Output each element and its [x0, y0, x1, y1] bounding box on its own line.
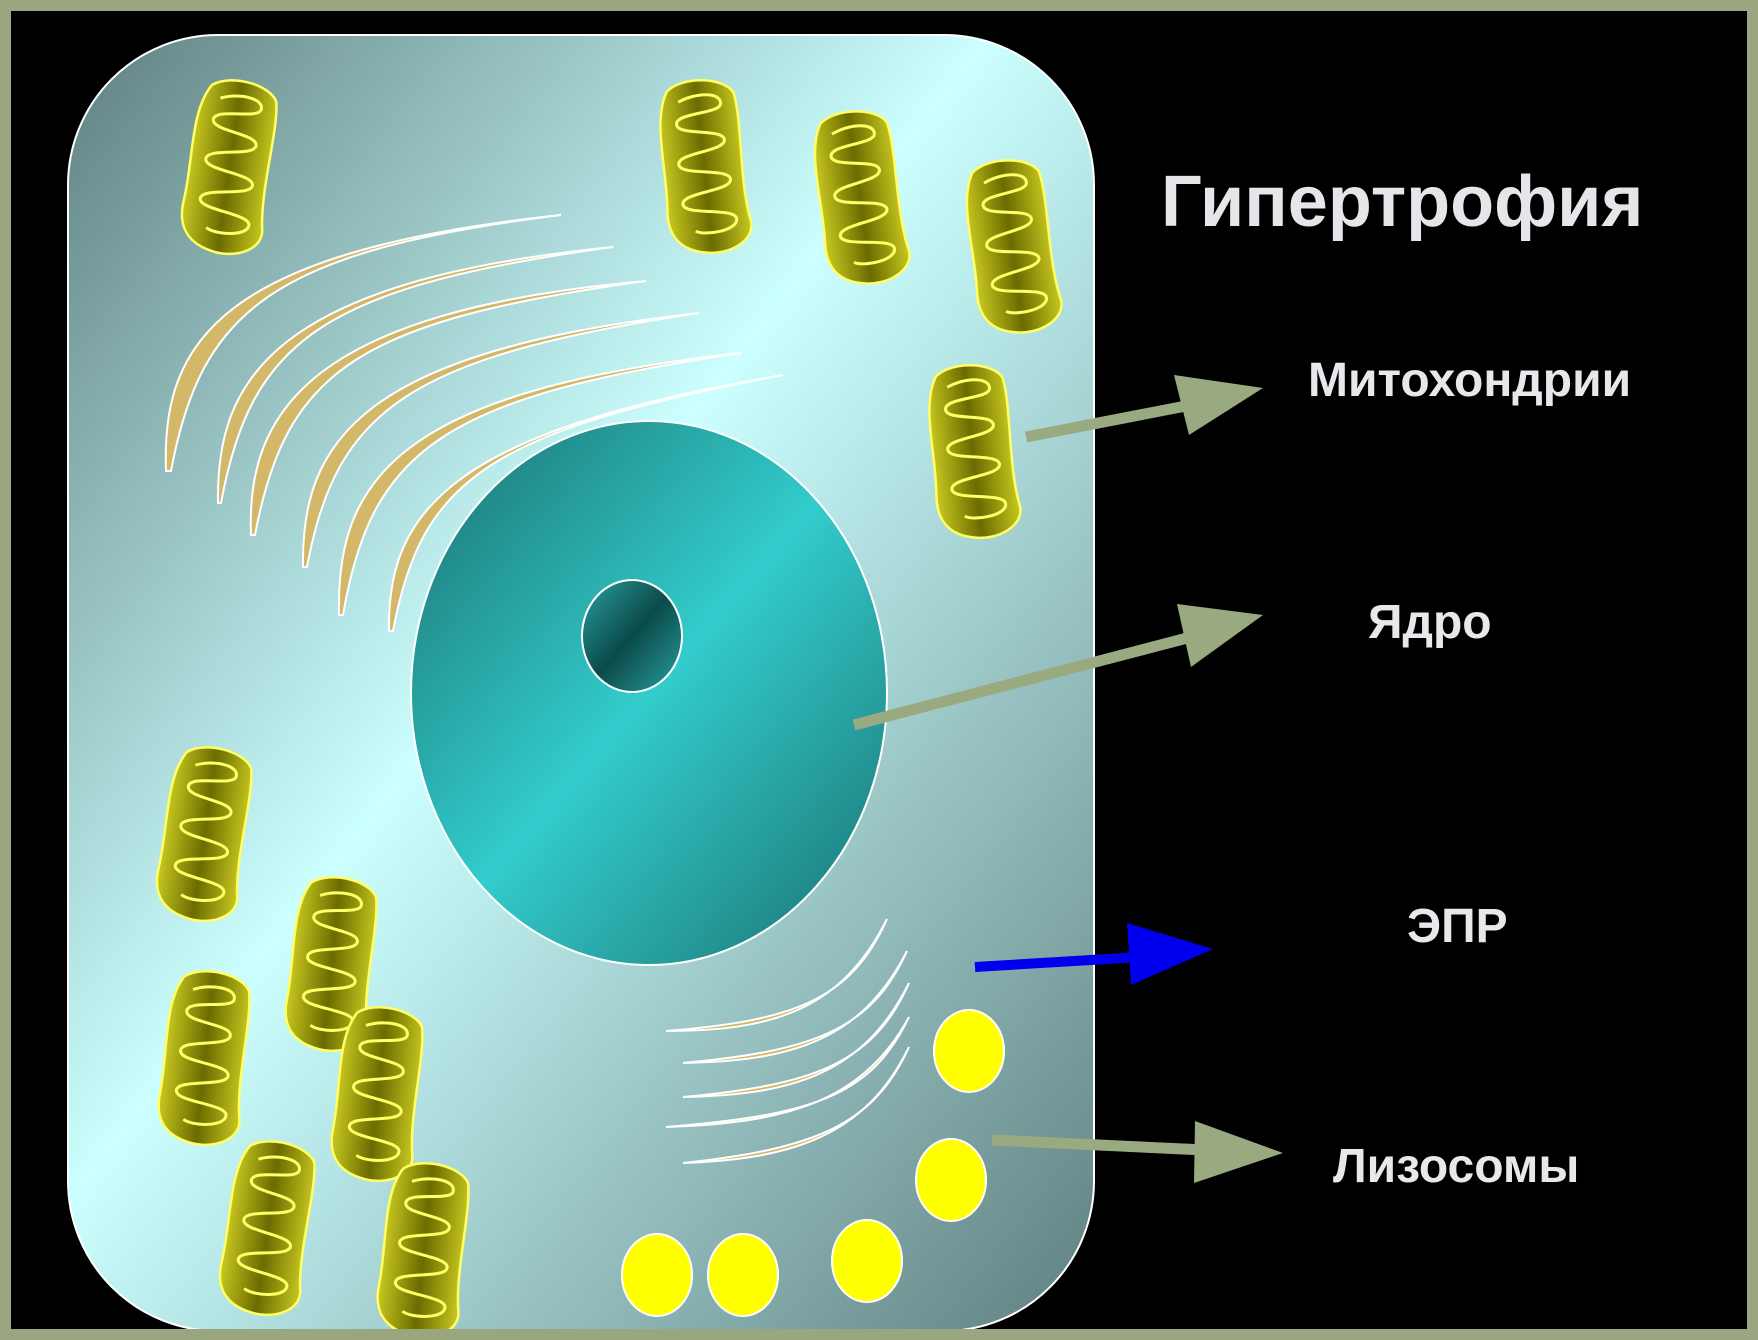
lysosome-icon [622, 1234, 692, 1316]
label-lysosomes: Лизосомы [1333, 1139, 1579, 1194]
label-nucleus: Ядро [1368, 595, 1492, 650]
lysosome-icon [708, 1234, 778, 1316]
nucleolus [582, 580, 682, 692]
label-mitochondria: Митохондрии [1308, 353, 1631, 408]
label-er: ЭПР [1407, 899, 1508, 954]
diagram-title: Гипертрофия [1161, 161, 1643, 243]
nucleus [411, 421, 887, 965]
lysosome-icon [916, 1139, 986, 1221]
lysosome-icon [832, 1220, 902, 1302]
lysosome-icon [934, 1010, 1004, 1092]
